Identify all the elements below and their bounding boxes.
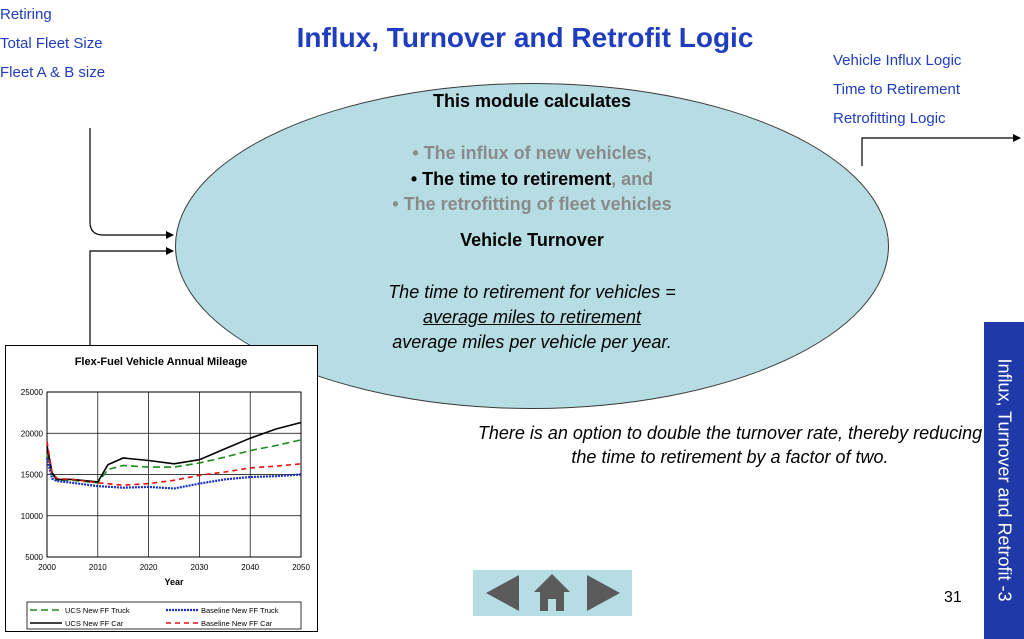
link-total-fleet-size[interactable]: Total Fleet Size	[0, 35, 103, 52]
x-tick-label: 2020	[140, 563, 158, 572]
mileage-chart: Flex-Fuel Vehicle Annual Mileage 5000 1000…	[5, 345, 318, 632]
arrow-module-to-outputs	[861, 134, 1021, 166]
turnover-note: There is an option to double the turnove…	[477, 423, 983, 467]
x-tick-label: 2050	[292, 563, 310, 572]
left-arrow-icon[interactable]	[481, 570, 525, 616]
page-number: 31	[944, 589, 962, 606]
legend-label-3: UCS New FF Car	[65, 619, 124, 628]
link-time-to-retirement[interactable]: Time to Retirement	[833, 81, 960, 98]
x-tick-label: 2040	[241, 563, 259, 572]
module-heading: This module calculates	[432, 91, 632, 111]
series-line-4	[46, 441, 302, 487]
x-axis-label: Year	[164, 577, 184, 587]
home-icon[interactable]	[531, 570, 573, 616]
chart-svg: Flex-Fuel Vehicle Annual Mileage 5000 1000…	[21, 356, 310, 630]
formula-numerator: average miles to retirement	[422, 307, 642, 327]
y-tick-label: 20000	[21, 429, 44, 438]
x-tick-label: 2010	[89, 563, 107, 572]
link-retrofitting-logic[interactable]: Retrofitting Logic	[833, 110, 946, 127]
y-tick-label: 15000	[21, 471, 44, 480]
formula-denominator: average miles per vehicle per year.	[392, 332, 672, 352]
nav-bar	[473, 570, 632, 616]
module-subheading: Vehicle Turnover	[460, 230, 604, 250]
right-arrow-icon[interactable]	[581, 570, 625, 616]
link-vehicle-influx-logic[interactable]: Vehicle Influx Logic	[833, 52, 962, 69]
legend-label-4: Baseline New FF Car	[201, 619, 273, 628]
y-tick-label: 25000	[21, 388, 44, 397]
y-tick-label: 10000	[21, 512, 44, 521]
bullet-retrofitting: • The retrofitting of fleet vehicles	[392, 194, 672, 214]
x-tick-label: 2030	[191, 563, 209, 572]
links-left: Retiring Total Fleet Size Fleet A & B si…	[0, 0, 1024, 87]
side-tab: Influx, Turnover and Retrofit -3	[984, 322, 1024, 639]
slide-title: Influx, Turnover and Retrofit Logic	[296, 22, 754, 53]
bullet-influx: • The influx of new vehicles,	[412, 143, 652, 163]
plot-frame	[46, 391, 302, 558]
side-tab-label: Influx, Turnover and Retrofit -3	[994, 358, 1015, 602]
legend-box	[26, 601, 302, 630]
bullet-time-to-retirement: • The time to retirement, and	[175, 169, 889, 190]
legend-label-2: Baseline New FF Truck	[201, 606, 279, 615]
bullet-time-to-retirement-tail: , and	[611, 169, 654, 189]
series-line-3	[46, 421, 302, 483]
formula-line: The time to retirement for vehicles =	[388, 282, 676, 302]
legend-label-1: UCS New FF Truck	[65, 606, 130, 615]
arrow-fleet-size-to-module	[89, 128, 174, 239]
series-line-1	[46, 439, 302, 484]
link-fleet-a-b-size[interactable]: Fleet A & B size	[0, 64, 106, 81]
link-retiring[interactable]: Retiring	[0, 6, 52, 23]
chart-title: Flex-Fuel Vehicle Annual Mileage	[75, 356, 248, 368]
series-line-2	[45, 457, 302, 490]
arrow-retiring-to-module	[89, 247, 174, 345]
bullet-time-to-retirement-text: • The time to retirement	[410, 169, 612, 189]
links-right: Vehicle Influx Logic Time to Retirement …	[833, 46, 961, 133]
x-tick-label: 2000	[38, 563, 56, 572]
y-tick-label: 5000	[25, 553, 43, 562]
